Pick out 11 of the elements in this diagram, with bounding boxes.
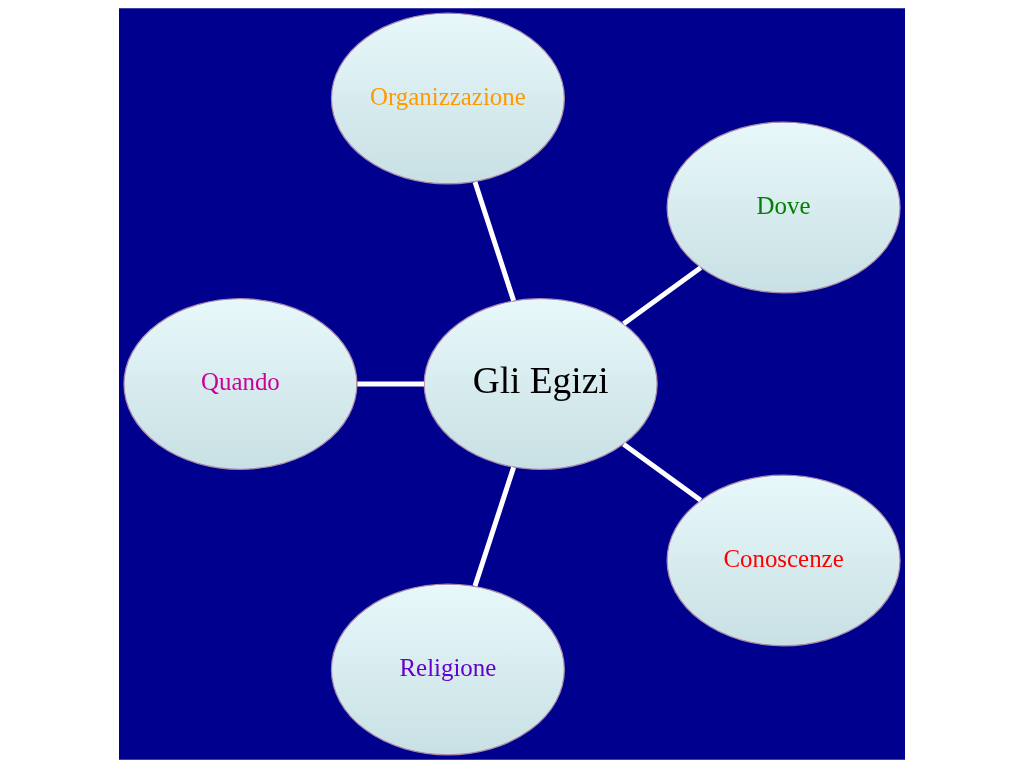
connector [472, 466, 516, 587]
connector [622, 442, 703, 503]
connector [622, 265, 703, 326]
connector [357, 381, 425, 387]
node-ellipse: Gli Egizi [423, 298, 658, 470]
node-ellipse: Quando [123, 298, 358, 470]
connector [472, 181, 516, 302]
node-ellipse: Conoscenze [666, 474, 901, 647]
node-ellipse: Organizzazione [330, 12, 565, 185]
node-ellipse: Religione [330, 583, 565, 756]
node-ellipse: Dove [666, 121, 901, 294]
